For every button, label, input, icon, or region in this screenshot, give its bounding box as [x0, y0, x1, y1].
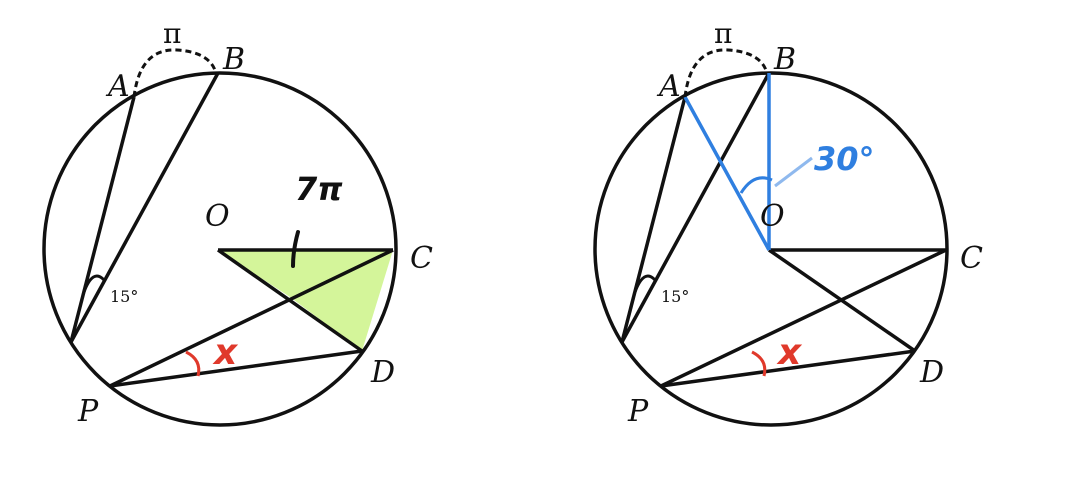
point-label-P: P	[77, 394, 99, 429]
annotation-7pi: 7π	[295, 170, 343, 208]
circle-left	[42, 71, 398, 427]
chord-PB	[620, 72, 771, 343]
chord-PC	[109, 248, 394, 388]
point-label-A: A	[105, 69, 130, 104]
point-label-D: D	[919, 355, 944, 390]
point-label-C: C	[960, 241, 983, 276]
angle-mark-15	[633, 274, 657, 293]
point-label-O: O	[205, 199, 230, 234]
point-label-B: B	[222, 42, 245, 77]
point-label-O: O	[760, 199, 785, 234]
dashed-arc-AB	[683, 48, 769, 98]
unknown-label-x: x	[776, 332, 803, 373]
point-label-B: B	[773, 42, 796, 77]
figure-right: π A B O C D P 15° x 30°	[593, 17, 983, 429]
angle-mark-x	[751, 350, 767, 377]
arc-label-pi: π	[714, 17, 732, 50]
chord-PB	[69, 72, 220, 343]
figure-left: π A B O C D P 15° x 7π	[42, 17, 433, 429]
circle-right	[593, 71, 949, 427]
angle-mark-x	[185, 350, 201, 377]
point-label-C: C	[410, 241, 433, 276]
angle-label-15: 15°	[661, 287, 689, 306]
point-label-P: P	[627, 394, 649, 429]
chord-PD	[660, 349, 916, 388]
chord-PC	[660, 248, 947, 388]
angle-mark-AOB	[739, 176, 773, 194]
chord-PA	[620, 96, 687, 343]
annotation-pointer	[774, 156, 813, 188]
angle-mark-15	[82, 274, 106, 293]
point-label-D: D	[370, 355, 395, 390]
unknown-label-x: x	[212, 332, 239, 373]
annotation-stroke	[291, 230, 300, 268]
chord-PA	[69, 96, 136, 343]
dashed-arc-AB	[132, 48, 218, 98]
arc-label-pi: π	[163, 17, 181, 50]
chord-PD	[109, 349, 363, 388]
angle-label-15: 15°	[110, 287, 138, 306]
annotation-30deg: 30°	[814, 140, 875, 178]
shaded-region	[218, 250, 393, 351]
point-label-A: A	[656, 69, 681, 104]
radius-OA	[683, 96, 771, 251]
